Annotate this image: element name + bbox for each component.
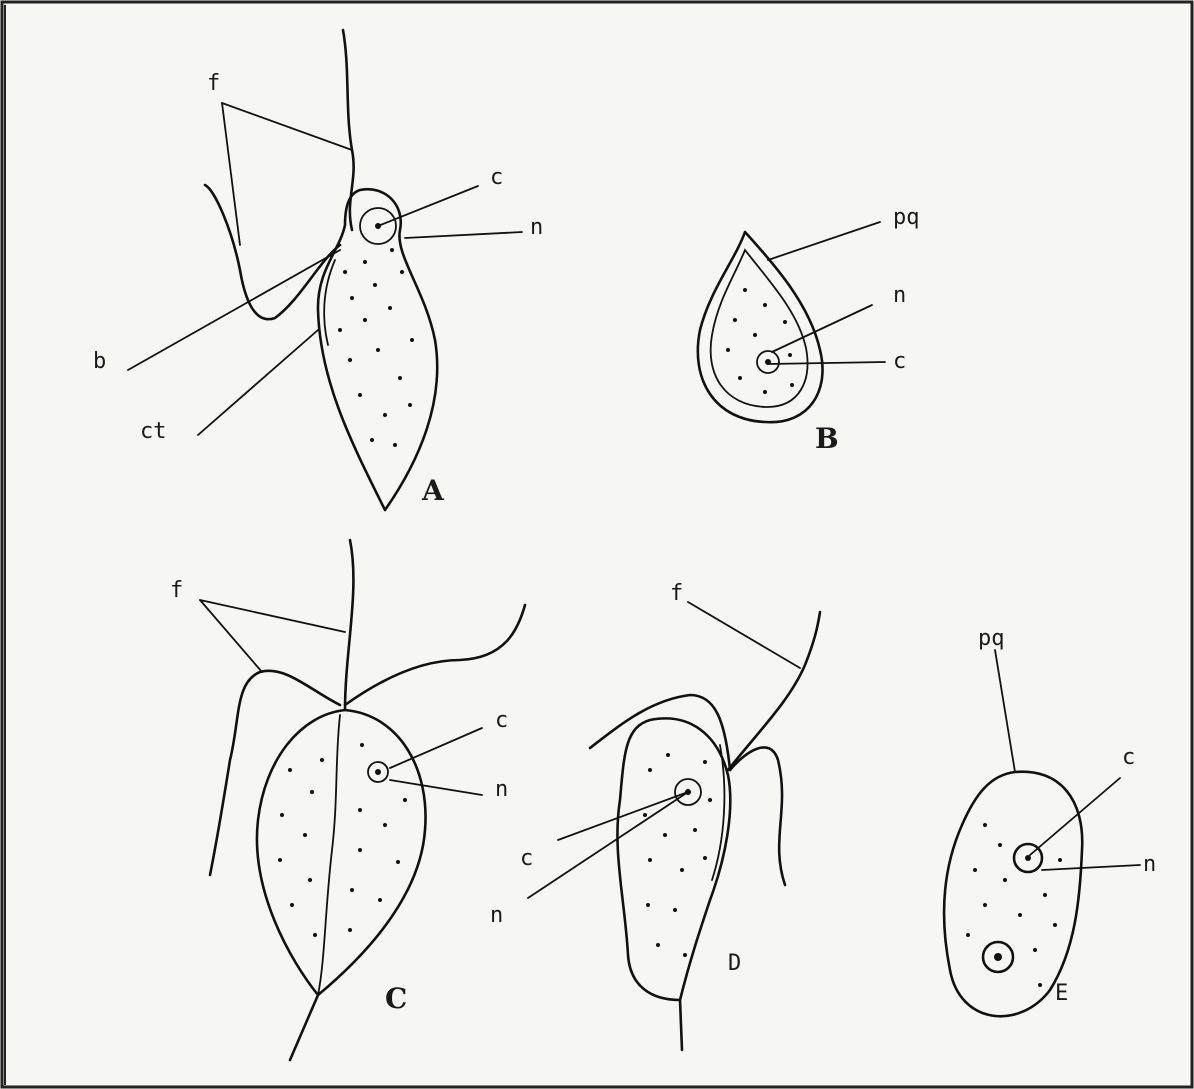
panel-b-label-n: n bbox=[893, 283, 906, 308]
panel-e-title: E bbox=[1055, 981, 1068, 1006]
panel-d-flagellum-right bbox=[728, 612, 820, 770]
panel-d-title: D bbox=[728, 951, 741, 976]
panel-a-label-f: f bbox=[207, 71, 220, 96]
panel-a-leader-ct bbox=[198, 330, 318, 435]
panel-b-label-c: c bbox=[893, 349, 906, 374]
panel-c-flagellum-center bbox=[345, 540, 353, 710]
panel-b-stipple bbox=[726, 288, 794, 394]
panel-e-label-n: n bbox=[1143, 852, 1156, 877]
panel-c-label-c: c bbox=[495, 708, 508, 733]
panel-e-leader-pq bbox=[995, 650, 1015, 772]
panel-b-title: B bbox=[815, 422, 839, 455]
panel-a-leader-f-1 bbox=[222, 103, 240, 245]
panel-e-cell-body bbox=[944, 772, 1082, 1017]
panel-d-label-n: n bbox=[490, 903, 503, 928]
panel-c-leader-f-2 bbox=[200, 600, 345, 632]
panel-d-leader-f bbox=[688, 602, 800, 668]
panel-a-flagellum-trailing bbox=[205, 185, 340, 319]
panel-b-leader-pq bbox=[768, 222, 880, 260]
panel-e-centriole bbox=[1025, 855, 1031, 861]
panel-d-leader-n bbox=[528, 792, 688, 898]
panel-e-leader-n bbox=[1042, 865, 1140, 870]
panel-d-tail bbox=[680, 1000, 682, 1050]
panel-e-stipple bbox=[966, 823, 1062, 987]
panel-a-leader-b bbox=[128, 250, 340, 370]
panel-a-leader-f-2 bbox=[222, 103, 352, 150]
panel-c-title: C bbox=[385, 982, 407, 1015]
panel-d-cell-body bbox=[617, 718, 730, 1000]
panel-a-leader-n bbox=[405, 232, 522, 238]
panel-a: f c n b ct A bbox=[93, 30, 543, 510]
panel-c-flagellum-left bbox=[210, 671, 340, 875]
panel-b-leader-n bbox=[772, 305, 872, 352]
panel-d: f c n D bbox=[490, 581, 820, 1050]
panel-c-centriole bbox=[375, 769, 381, 775]
panel-a-title: A bbox=[421, 474, 445, 507]
panel-d-flagellum-left bbox=[590, 695, 730, 770]
panel-c-leader-n bbox=[390, 780, 482, 795]
panel-b-leader-c bbox=[768, 362, 885, 364]
panel-b: pq n c B bbox=[698, 205, 920, 455]
panel-a-label-n: n bbox=[530, 215, 543, 240]
panel-a-label-ct: ct bbox=[140, 419, 167, 444]
panel-b-cyst-wall bbox=[698, 232, 823, 422]
panel-e-label-pq: pq bbox=[978, 626, 1005, 651]
panel-c-leader-c bbox=[390, 728, 482, 768]
panel-c-tail bbox=[290, 995, 318, 1060]
panel-c-flagellum-right bbox=[345, 605, 525, 705]
panel-b-label-pq: pq bbox=[893, 205, 920, 230]
panel-e-leader-c bbox=[1030, 778, 1120, 855]
panel-d-leader-c bbox=[558, 792, 688, 840]
panel-c: f c n C bbox=[170, 540, 525, 1060]
panel-d-label-c: c bbox=[520, 846, 533, 871]
panel-a-label-c: c bbox=[490, 165, 503, 190]
panel-d-flagellum-trailing bbox=[730, 747, 785, 885]
panel-d-label-f: f bbox=[670, 581, 683, 606]
panel-c-cell-body bbox=[257, 710, 426, 995]
panel-c-label-f: f bbox=[170, 578, 183, 603]
panel-a-leader-c bbox=[378, 186, 478, 226]
panel-e: pq c n E bbox=[944, 626, 1156, 1016]
panel-e-label-c: c bbox=[1122, 745, 1135, 770]
panel-c-division-line bbox=[318, 715, 340, 995]
panel-a-label-b: b bbox=[93, 349, 106, 374]
panel-c-label-n: n bbox=[495, 777, 508, 802]
panel-e-second-centriole bbox=[994, 953, 1002, 961]
panel-a-stipple bbox=[338, 248, 414, 447]
